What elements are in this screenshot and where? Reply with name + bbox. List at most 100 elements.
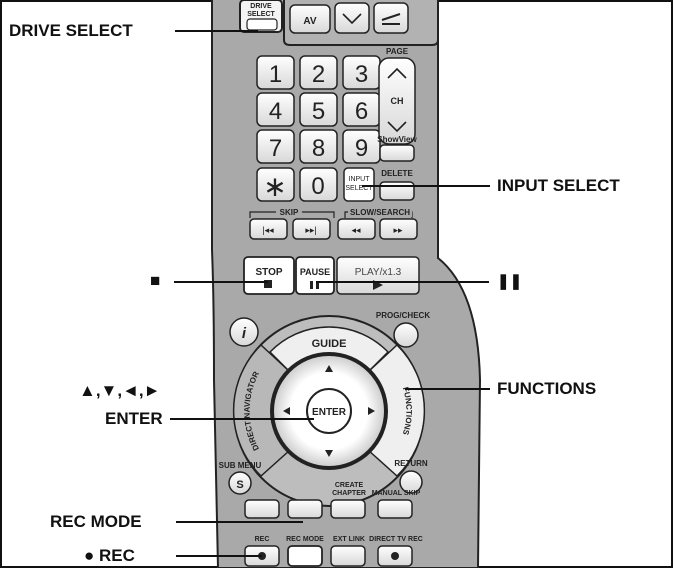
drive-select-key-label-2: SELECT <box>247 11 275 18</box>
volume-icon <box>381 13 401 25</box>
pause-icon <box>316 281 319 289</box>
sub-menu-button[interactable] <box>228 471 252 495</box>
play-button[interactable] <box>336 256 420 295</box>
enter-label: ENTER <box>312 407 347 418</box>
rec-mode-button[interactable] <box>287 545 323 567</box>
stop-label: STOP <box>255 267 282 278</box>
skip-label-bg <box>276 206 302 217</box>
leader-lines <box>170 30 490 557</box>
digit-4-label: 4 <box>269 98 282 125</box>
rewind-button[interactable] <box>337 218 376 240</box>
direct-tv-rec-label: DIRECT TV REC <box>369 536 423 543</box>
return-label: RETURN <box>394 459 428 468</box>
rewind-icon: ◂◂ <box>351 225 361 235</box>
drive-select-key-label-1: DRIVE <box>250 3 272 10</box>
showview-button[interactable] <box>379 144 415 162</box>
delete-button[interactable] <box>379 181 415 201</box>
arrow-up-icon <box>325 365 333 372</box>
blank-button[interactable] <box>287 499 323 519</box>
chevron-down-icon <box>342 13 362 25</box>
callout-input-select: INPUT SELECT <box>497 176 620 195</box>
stop-icon <box>264 280 272 288</box>
callout-rec: ● REC <box>84 546 135 565</box>
guide-label: GUIDE <box>312 338 347 350</box>
star-button[interactable] <box>256 167 295 202</box>
fast-forward-button[interactable] <box>379 218 418 240</box>
arrow-down-icon <box>325 450 333 457</box>
digit-1-label: 1 <box>269 61 282 88</box>
digit-1-button[interactable] <box>256 55 295 90</box>
skip-back-button[interactable] <box>249 218 288 240</box>
skip-forward-icon: ▸▸| <box>305 225 316 235</box>
zero-button[interactable] <box>299 167 338 202</box>
info-icon: i <box>242 325 247 342</box>
skip-label: SKIP <box>280 208 299 217</box>
digit-7-label: 7 <box>269 135 282 162</box>
sub-menu-label: SUB MENU <box>219 461 262 470</box>
digit-3-label: 3 <box>355 61 368 88</box>
input-select-key-label-1: INPUT <box>349 176 371 183</box>
sub-menu-s-icon: S <box>236 479 243 491</box>
input-select-key-label-2: SELECT <box>345 185 373 192</box>
play-label: PLAY/x1.3 <box>355 267 402 278</box>
create-chapter-label-1: CREATE <box>335 482 364 489</box>
page-label: PAGE <box>386 47 409 56</box>
ext-link-label: EXT LINK <box>333 536 365 543</box>
digit-2-label: 2 <box>312 61 325 88</box>
pause-label: PAUSE <box>300 267 330 277</box>
fast-forward-icon: ▸▸ <box>393 225 403 235</box>
digit-2-button[interactable] <box>299 55 338 90</box>
digit-8-label: 8 <box>312 135 325 162</box>
pause-button[interactable] <box>295 256 335 295</box>
callout-drive-select: DRIVE SELECT <box>9 21 133 40</box>
chevron-down-icon <box>387 121 407 133</box>
navigation-ring: ENTER GUIDE FUNCTIONS DIRECT NAVIGATOR <box>232 315 426 507</box>
search-label-bg <box>348 206 412 217</box>
slow-search-label: SLOW/SEARCH <box>350 208 410 217</box>
rec-mode-label: REC MODE <box>286 536 324 543</box>
digit-5-button[interactable] <box>299 92 338 127</box>
arrow-right-icon <box>368 407 375 415</box>
callout-enter: ENTER <box>105 409 163 428</box>
pause-icon <box>310 281 313 289</box>
callout-arrows: ▲,▼,◄,► <box>79 381 161 400</box>
digit-8-button[interactable] <box>299 129 338 164</box>
star-label: ∗ <box>263 171 286 202</box>
record-dot-icon <box>391 552 399 560</box>
manual-skip-button[interactable] <box>377 499 413 519</box>
rec-label: REC <box>255 536 270 543</box>
digit-9-label: 9 <box>355 135 368 162</box>
digit-7-button[interactable] <box>256 129 295 164</box>
chevron-up-icon <box>387 67 407 79</box>
delete-label: DELETE <box>381 169 413 178</box>
enter-button[interactable] <box>306 388 352 434</box>
zero-label: 0 <box>311 173 324 200</box>
create-chapter-button[interactable] <box>330 499 366 519</box>
drive-select-button[interactable] <box>246 18 278 31</box>
callout-pause: ❚❚ <box>497 273 523 290</box>
prog-check-label: PROG/CHECK <box>376 311 430 320</box>
av-label: AV <box>303 16 316 27</box>
ch-label: CH <box>391 96 404 106</box>
arrow-left-icon <box>283 407 290 415</box>
blank-button[interactable] <box>244 499 280 519</box>
digit-4-button[interactable] <box>256 92 295 127</box>
skip-back-icon: |◂◂ <box>262 225 274 235</box>
down-button[interactable] <box>334 2 370 34</box>
skip-forward-button[interactable] <box>292 218 331 240</box>
ext-link-button[interactable] <box>330 545 366 567</box>
input-select-key[interactable] <box>343 167 375 202</box>
digit-6-label: 6 <box>355 98 368 125</box>
av-button[interactable] <box>289 4 331 34</box>
prog-check-button[interactable] <box>393 322 419 348</box>
info-button[interactable] <box>229 317 259 347</box>
callout-rec-mode: REC MODE <box>50 512 142 531</box>
return-button[interactable] <box>399 470 423 494</box>
create-chapter-label-2: CHAPTER <box>332 490 366 497</box>
manual-skip-label: MANUAL SKIP <box>372 490 421 497</box>
showview-label: ShowView <box>377 135 417 144</box>
stop-button[interactable] <box>243 256 295 295</box>
